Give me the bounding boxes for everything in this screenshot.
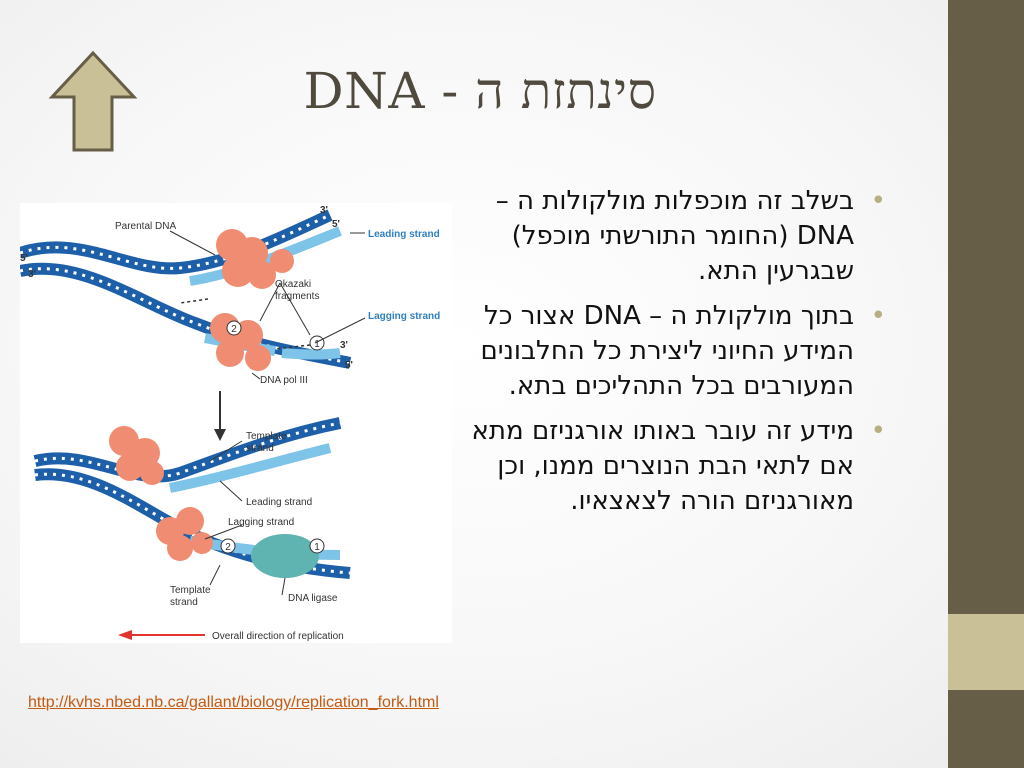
label-dna-pol: DNA pol III (260, 375, 308, 386)
label-okazaki-1: Okazaki (275, 279, 311, 290)
label-template-2: strand (246, 443, 274, 454)
bullet-dot: • (870, 186, 886, 216)
bullet-text: בתוך מולקולת ה – DNA אצור כל המידע החיונ… (480, 301, 854, 401)
up-arrow-icon[interactable] (48, 50, 138, 154)
bullet-list: • בשלב זה מוכפלות מולקולות ה – DNA (החומר… (470, 184, 890, 529)
label-template-1: Template (246, 431, 287, 442)
end-label-5-left: 5' (20, 253, 28, 264)
end-label-3-right: 3' (340, 340, 348, 351)
label-dna-ligase: DNA ligase (288, 593, 338, 604)
side-decoration-accent (948, 614, 1024, 690)
end-label-5-right: 5' (345, 360, 353, 371)
label-leading-strand-top: Leading strand (368, 229, 440, 240)
bullet-item: • מידע זה עובר באותו אורגניזם מתא אם לתאי… (470, 414, 890, 519)
bullet-text: בשלב זה מוכפלות מולקולות ה – DNA (החומר … (495, 186, 854, 286)
bullet-text: מידע זה עובר באותו אורגניזם מתא אם לתאי … (471, 416, 854, 516)
label-overall-direction: Overall direction of replication (212, 631, 344, 642)
slide-title: סינתזת ה - DNA (303, 62, 657, 120)
bullet-dot: • (870, 416, 886, 446)
top-fork: 2 1 Parental DNA Leading strand Okazaki … (20, 205, 440, 386)
bottom-fork: 2 1 Template strand Leading strand Laggi… (33, 417, 351, 608)
marker-one: 1 (314, 339, 320, 350)
source-link[interactable]: http://kvhs.nbed.nb.ca/gallant/biology/r… (28, 694, 439, 711)
marker-two: 2 (231, 324, 237, 335)
label-parental-dna: Parental DNA (115, 221, 176, 232)
label-lagging-strand-top: Lagging strand (368, 311, 440, 322)
end-label-5-top: 5' (332, 219, 340, 230)
bullet-item: • בשלב זה מוכפלות מולקולות ה – DNA (החומר… (470, 184, 890, 289)
label-leading-strand-bottom: Leading strand (246, 497, 312, 508)
marker-one-bottom: 1 (314, 542, 320, 553)
bullet-item: • בתוך מולקולת ה – DNA אצור כל המידע החיו… (470, 299, 890, 404)
bullet-dot: • (870, 301, 886, 331)
marker-two-bottom: 2 (225, 542, 231, 553)
end-label-3-left: 3' (28, 269, 36, 280)
label-okazaki-2: fragments (275, 291, 319, 302)
label-lagging-strand-bottom: Lagging strand (228, 517, 294, 528)
end-label-3-top: 3' (320, 205, 328, 216)
label-template-b2: strand (170, 597, 198, 608)
label-template-b1: Template (170, 585, 211, 596)
dna-replication-diagram: 2 1 Parental DNA Leading strand Okazaki … (20, 203, 452, 643)
